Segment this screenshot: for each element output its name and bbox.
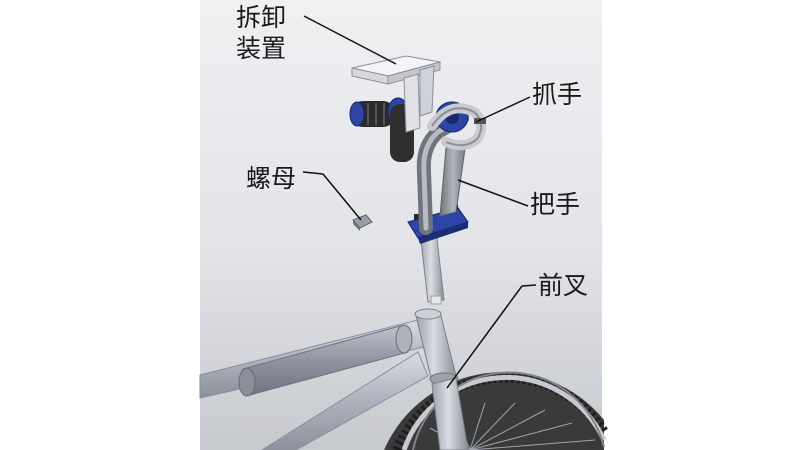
leader-front-fork xyxy=(521,284,537,287)
label-handle: 把手 xyxy=(530,190,581,219)
steerer-tube xyxy=(419,229,445,305)
label-gripper: 抓手 xyxy=(532,80,583,109)
leader-lines xyxy=(302,15,537,389)
top-tube-pad xyxy=(238,324,413,397)
head-tube xyxy=(414,308,459,386)
leader-gripper xyxy=(475,96,531,123)
label-front-fork: 前叉 xyxy=(538,271,589,300)
removal-device xyxy=(351,55,441,133)
left-grip xyxy=(349,97,414,162)
front-fork xyxy=(431,377,469,450)
leader-nut-2 xyxy=(322,173,362,221)
nut xyxy=(352,214,373,231)
leader-nut xyxy=(302,171,324,175)
handlebar xyxy=(416,111,469,235)
leader-handle xyxy=(457,179,529,207)
gripper xyxy=(427,103,487,151)
label-removal-device-line2: 装置 xyxy=(236,34,287,63)
label-removal-device: 拆卸 装置 xyxy=(236,2,286,64)
label-removal-device-line1: 拆卸 xyxy=(236,3,287,32)
leader-front-fork-2 xyxy=(446,285,523,389)
label-nut: 螺母 xyxy=(246,164,297,193)
leader-removal-device xyxy=(303,15,397,65)
